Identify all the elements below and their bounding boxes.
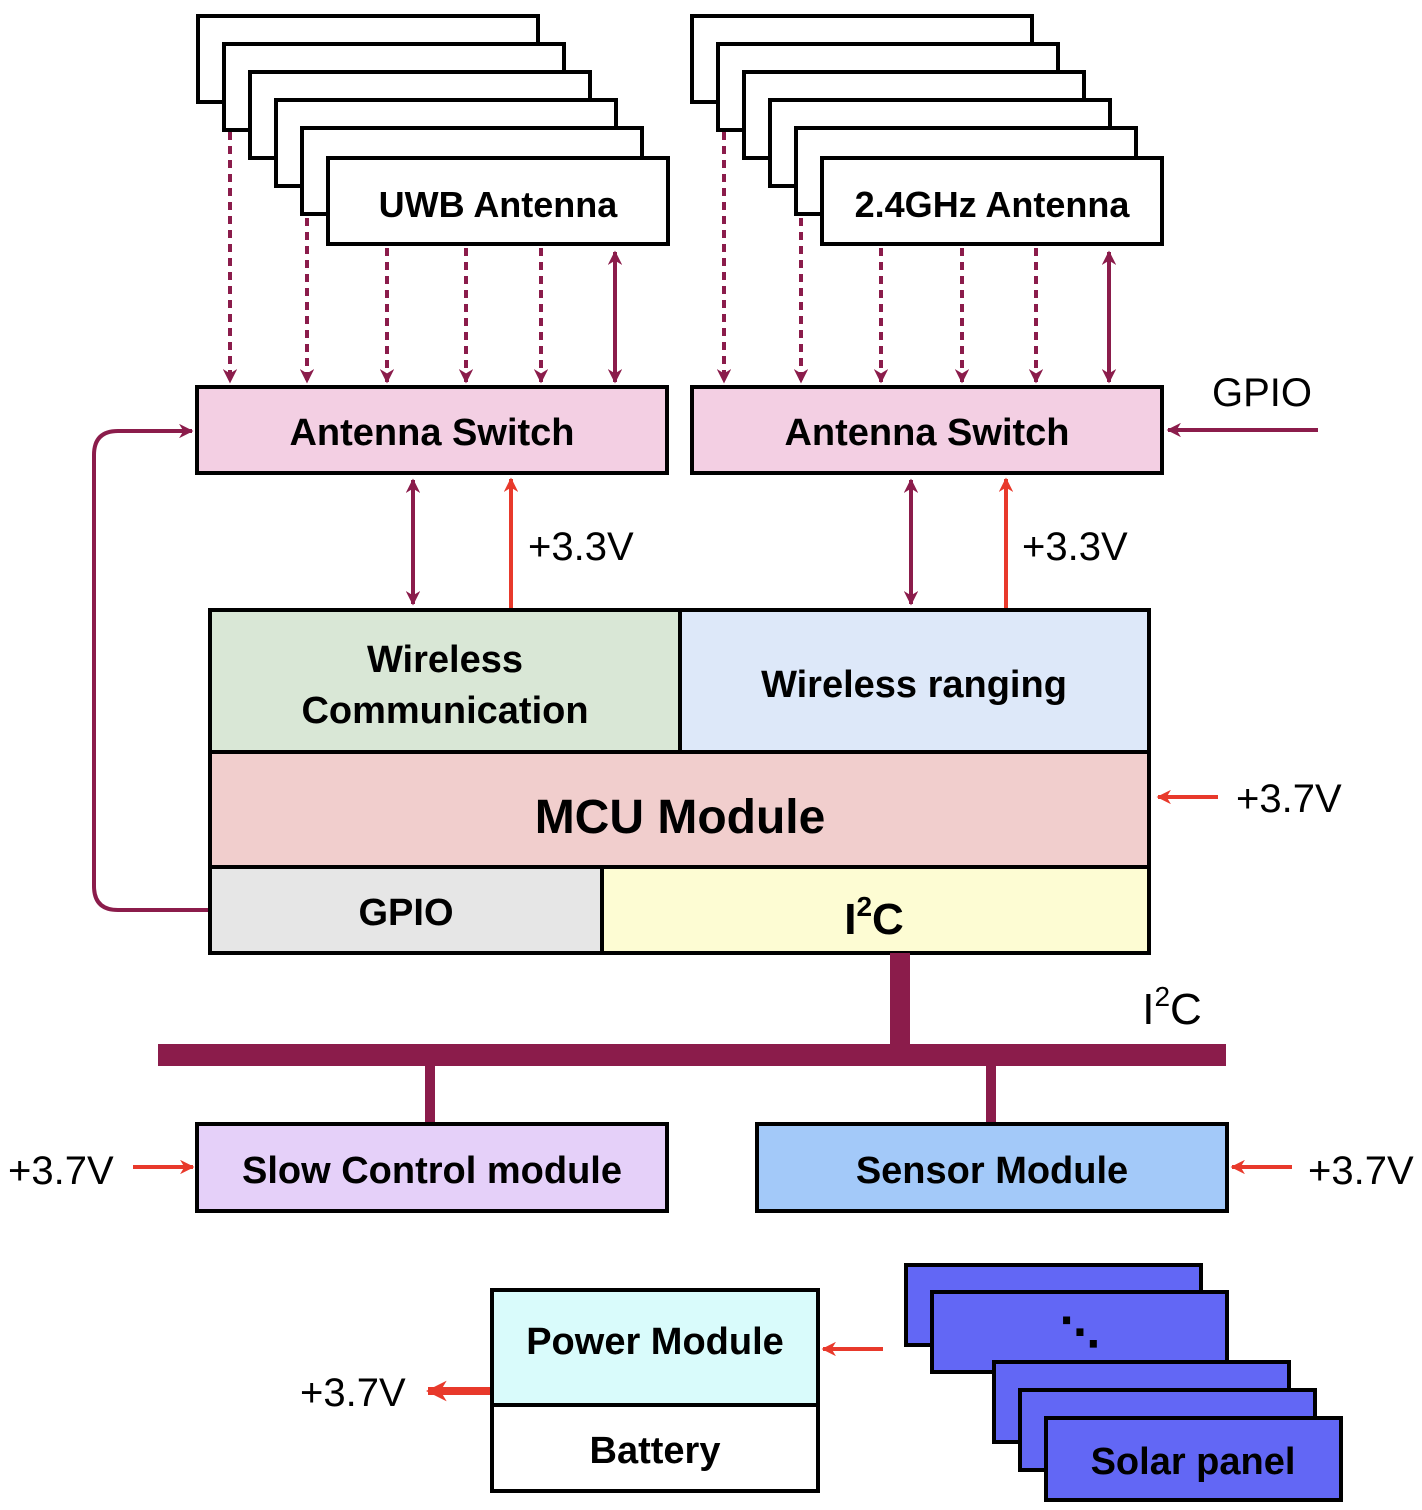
battery-box <box>490 1403 820 1493</box>
i2c-bus-label: I2C <box>1142 981 1202 1034</box>
solar-panel-stack: ⋱ Solar panel <box>904 1263 1343 1502</box>
wireless-ranging-label: Wireless ranging <box>761 664 1067 706</box>
battery-label: Battery <box>590 1430 721 1472</box>
uwb-feed-arrows <box>222 132 623 384</box>
mcu-module-label: MCU Module <box>535 791 826 844</box>
ghz-feed-arrows <box>716 132 1117 384</box>
uwb-antenna-stack: UWB Antenna <box>196 14 670 246</box>
i2c-block <box>600 865 1151 955</box>
wireless-comm-box <box>208 608 682 754</box>
wireless-comm-label-line1: Wireless <box>367 639 523 681</box>
voltage-3v3-right: +3.3V <box>1022 525 1128 569</box>
power-module: Power Module Battery <box>490 1288 820 1493</box>
power-output-voltage: +3.7V <box>300 1371 406 1415</box>
ghz-antenna-label: 2.4GHz Antenna <box>855 184 1131 225</box>
ghz-antenna-stack: 2.4GHz Antenna <box>690 14 1164 246</box>
solar-panel-box <box>1044 1416 1343 1502</box>
antenna-switch-right-label: Antenna Switch <box>784 412 1069 454</box>
antenna-switch-right: Antenna Switch <box>690 385 1164 475</box>
switch-mcu-links <box>405 477 1014 608</box>
gpio-input-label: GPIO <box>1212 371 1312 415</box>
slow-control-module: Slow Control module <box>195 1122 669 1213</box>
sensor-voltage: +3.7V <box>1308 1149 1414 1193</box>
antenna-switch-left: Antenna Switch <box>195 385 669 475</box>
wireless-ranging-box <box>678 608 1151 754</box>
gpio-block-label: GPIO <box>358 892 453 934</box>
solar-ellipsis: ⋱ <box>1060 1310 1100 1356</box>
power-module-label: Power Module <box>526 1321 784 1363</box>
gpio-to-switch-link <box>92 423 208 912</box>
uwb-antenna-label: UWB Antenna <box>379 184 619 225</box>
mcu-module-box <box>208 750 1151 869</box>
sensor-module-label: Sensor Module <box>856 1150 1128 1192</box>
uwb-antenna-box <box>326 156 670 246</box>
mcu-block: Wireless Communication Wireless ranging … <box>208 608 1151 955</box>
ghz-antenna-box <box>820 156 1164 246</box>
i2c-block-label: I2C <box>844 891 904 944</box>
voltage-3v3-left: +3.3V <box>528 525 634 569</box>
solar-panel-label: Solar panel <box>1091 1441 1296 1483</box>
sensor-module: Sensor Module <box>755 1122 1229 1213</box>
wireless-comm-label-line2: Communication <box>301 690 588 732</box>
mcu-voltage-label: +3.7V <box>1236 777 1342 821</box>
i2c-bus <box>158 953 1226 1124</box>
antenna-switch-left-label: Antenna Switch <box>289 412 574 454</box>
slow-control-label: Slow Control module <box>242 1150 622 1192</box>
slow-control-voltage: +3.7V <box>8 1149 114 1193</box>
